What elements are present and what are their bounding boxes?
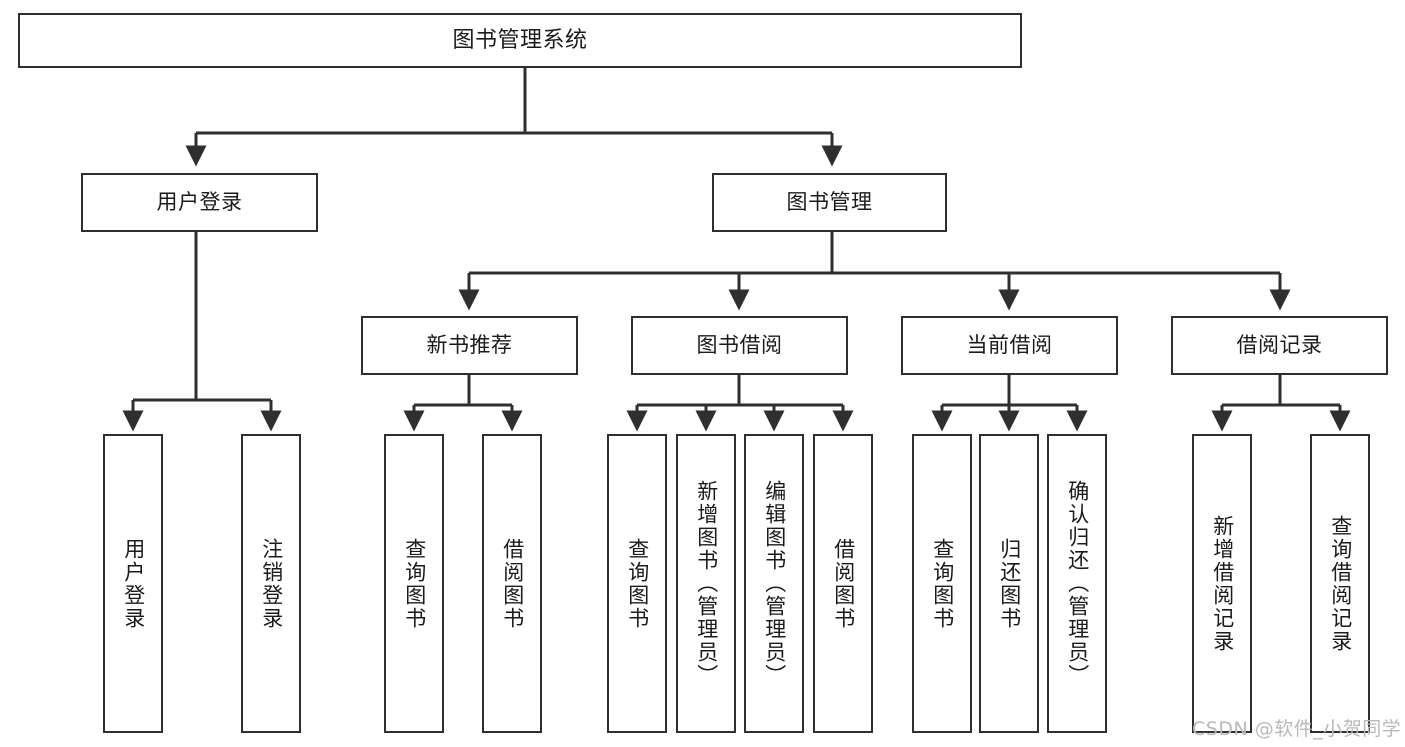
leaf-record-query-record[interactable]: 查询借阅记录 <box>1310 434 1370 733</box>
node-user-login[interactable]: 用户登录 <box>81 173 318 232</box>
node-label: 新增图书（管理员） <box>694 480 719 687</box>
node-current-borrow[interactable]: 当前借阅 <box>901 316 1118 375</box>
node-label: 借阅记录 <box>1236 333 1323 358</box>
node-label: 查询图书 <box>402 537 427 630</box>
node-label: 注销登录 <box>259 537 284 630</box>
node-label: 查询借阅记录 <box>1328 514 1353 653</box>
leaf-recommend-borrow-book[interactable]: 借阅图书 <box>482 434 542 733</box>
leaf-current-confirm-return[interactable]: 确认归还（管理员） <box>1047 434 1107 733</box>
leaf-borrow-query-book[interactable]: 查询图书 <box>607 434 667 733</box>
node-label: 用户登录 <box>121 537 146 630</box>
node-label: 确认归还（管理员） <box>1065 480 1090 687</box>
leaf-borrow-add-book[interactable]: 新增图书（管理员） <box>676 434 736 733</box>
leaf-current-query-book[interactable]: 查询图书 <box>912 434 972 733</box>
node-label: 归还图书 <box>997 537 1022 630</box>
node-label: 借阅图书 <box>500 537 525 630</box>
leaf-borrow-edit-book[interactable]: 编辑图书（管理员） <box>744 434 804 733</box>
node-label: 查询图书 <box>930 537 955 630</box>
leaf-record-add-record[interactable]: 新增借阅记录 <box>1192 434 1252 733</box>
node-book-management[interactable]: 图书管理 <box>712 173 947 232</box>
leaf-recommend-query-book[interactable]: 查询图书 <box>384 434 444 733</box>
node-label: 新书推荐 <box>426 333 513 358</box>
node-label: 图书管理 <box>786 190 873 215</box>
node-label: 图书管理系统 <box>452 27 588 53</box>
node-book-borrow[interactable]: 图书借阅 <box>631 316 848 375</box>
leaf-borrow-borrow-book[interactable]: 借阅图书 <box>813 434 873 733</box>
leaf-user-login-login[interactable]: 用户登录 <box>103 434 163 733</box>
node-label: 当前借阅 <box>966 333 1053 358</box>
node-borrow-record[interactable]: 借阅记录 <box>1171 316 1388 375</box>
leaf-current-return-book[interactable]: 归还图书 <box>979 434 1039 733</box>
node-root-system[interactable]: 图书管理系统 <box>18 13 1022 68</box>
node-label: 新增借阅记录 <box>1210 514 1235 653</box>
leaf-user-login-logout[interactable]: 注销登录 <box>241 434 301 733</box>
node-label: 编辑图书（管理员） <box>762 480 787 687</box>
node-new-book-recommend[interactable]: 新书推荐 <box>361 316 578 375</box>
watermark-text: CSDN @软件_小贺同学 <box>1192 718 1402 740</box>
node-label: 查询图书 <box>625 537 650 630</box>
node-label: 借阅图书 <box>831 537 856 630</box>
node-label: 图书借阅 <box>696 333 783 358</box>
node-label: 用户登录 <box>156 190 243 215</box>
